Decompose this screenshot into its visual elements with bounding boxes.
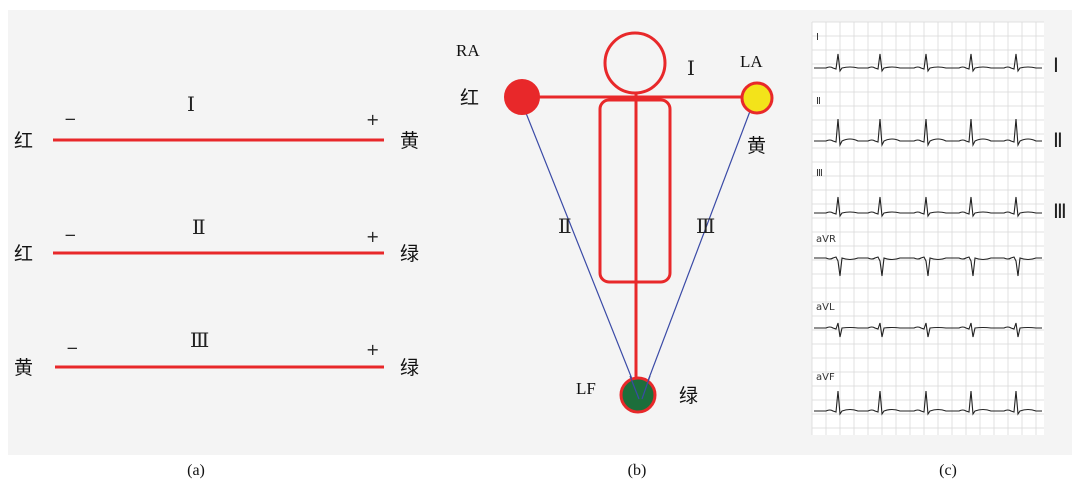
lf-label: LF: [576, 379, 596, 398]
ecg-trace-2: [814, 118, 1042, 148]
la-label: LA: [740, 52, 763, 71]
ecg-strip-tag: Ⅱ: [816, 96, 821, 107]
ecg-trace-1: [814, 53, 1042, 73]
lead-2-vector-over-electrode: [629, 375, 640, 400]
lead-2-left-label: 红: [14, 243, 33, 265]
lead-2-plus-sign: +: [366, 227, 379, 246]
ra-electrode: [504, 79, 540, 115]
ecg-strip-side-label: Ⅱ: [1053, 130, 1063, 152]
lead-3-right-label: 绿: [400, 357, 419, 379]
lead-3-plus-sign: +: [366, 340, 379, 359]
panel-c-caption: (c): [939, 462, 957, 479]
panel-a-caption: (a): [187, 462, 205, 479]
panel-a: 红 − Ⅰ + 黄 红 − Ⅱ + 绿 黄 − Ⅲ + 绿 (a): [14, 94, 419, 479]
lead-2-vector-line: [519, 97, 639, 395]
panel-b: RA 红 LA 黄 LF 绿 Ⅰ Ⅱ Ⅲ (b): [456, 31, 774, 479]
ecg-strip-tag: aVL: [816, 302, 835, 313]
ecg-paper: [812, 22, 1044, 435]
ecg-strip-side-label: Ⅰ: [1053, 55, 1059, 77]
lead-3-minus-sign: −: [66, 339, 79, 357]
ra-label: RA: [456, 41, 480, 60]
ecg-trace-5: [814, 322, 1042, 338]
panel-a-lead-2: 红 − Ⅱ + 绿: [14, 217, 419, 265]
lead-1-right-label: 黄: [400, 130, 419, 152]
lead-2-minus-sign: −: [64, 226, 77, 244]
lead-1-roman: Ⅰ: [187, 94, 195, 116]
panel-a-lead-1: 红 − Ⅰ + 黄: [14, 94, 419, 152]
lead-3-vector-over-electrode: [641, 375, 651, 400]
ecg-strip-tag: I: [816, 32, 819, 43]
ecg-grid: [811, 21, 1044, 435]
lead-1-plus-sign: +: [366, 110, 379, 129]
lead-3-label-b: Ⅲ: [696, 216, 715, 238]
panel-b-caption: (b): [628, 462, 647, 479]
lead-2-right-label: 绿: [400, 243, 419, 265]
lead-3-roman: Ⅲ: [190, 330, 209, 352]
la-color-label: 黄: [747, 135, 766, 157]
lead-1-left-label: 红: [14, 130, 33, 152]
panel-a-lead-3: 黄 − Ⅲ + 绿: [14, 330, 419, 379]
lead-2-label-b: Ⅱ: [558, 216, 572, 238]
ecg-trace-4: [814, 256, 1042, 277]
ecg-trace-6: [814, 390, 1042, 416]
lead-1-label-b: Ⅰ: [687, 58, 695, 80]
ecg-strip-side-label: Ⅲ: [1053, 201, 1067, 223]
lead-2-roman: Ⅱ: [192, 217, 206, 239]
lead-3-vector-line: [642, 97, 756, 395]
ra-color-label: 红: [460, 87, 479, 109]
lead-3-left-label: 黄: [14, 357, 33, 379]
lf-color-label: 绿: [679, 385, 698, 407]
ecg-strip-tag: aVR: [816, 234, 836, 245]
ecg-strip-tag: aVF: [816, 372, 835, 383]
lead-1-minus-sign: −: [64, 110, 77, 128]
ecg-strip-tag: Ⅲ: [816, 168, 823, 179]
ecg-trace-3: [814, 196, 1042, 218]
la-electrode: [740, 81, 774, 115]
